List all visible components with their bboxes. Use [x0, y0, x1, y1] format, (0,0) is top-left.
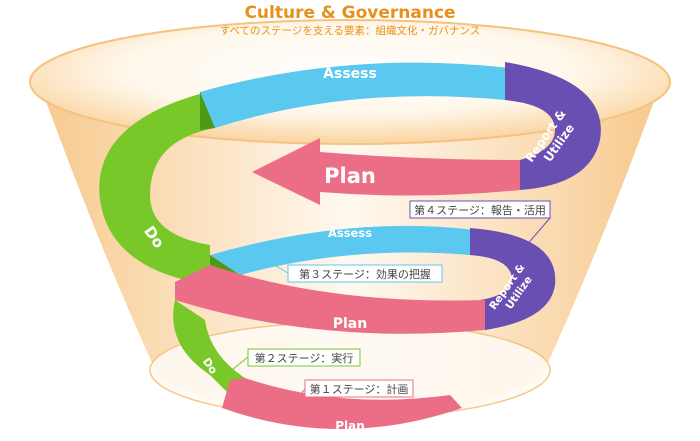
- upper-report-band: [505, 62, 601, 190]
- stage4-callout: 第４ステージ：報告・活用: [409, 200, 551, 263]
- bottom-plan-band: [222, 378, 462, 429]
- stage4-label: 第４ステージ：報告・活用: [414, 203, 546, 217]
- upper-plan-label: Plan: [324, 164, 376, 188]
- stage2-label: 第２ステージ：実行: [255, 351, 354, 365]
- lower-assess-label: Assess: [328, 226, 372, 240]
- lower-do-band: [173, 300, 245, 395]
- lower-report-band: [470, 228, 556, 330]
- diagram-subtitle: すべてのステージを支える要素：組織文化・ガバナンス: [220, 24, 481, 37]
- lower-plan-band: [175, 265, 485, 334]
- stage3-callout: 第３ステージ：効果の把握: [261, 257, 443, 283]
- upper-do-band: [99, 90, 215, 285]
- upper-assess-label: Assess: [323, 66, 377, 82]
- stage2-callout: 第２ステージ：実行: [231, 348, 361, 371]
- upper-plan-arrow: [252, 138, 520, 205]
- lower-assess-band: [210, 225, 475, 275]
- stage3-label: 第３ステージ：効果の把握: [299, 267, 431, 281]
- stage1-label: 第１ステージ：計画: [310, 382, 409, 396]
- stage1-callout: 第１ステージ：計画: [291, 379, 414, 405]
- upper-assess-band: [200, 62, 510, 128]
- lower-plan-label: Plan: [333, 316, 367, 332]
- bottom-plan-label: Plan: [335, 419, 365, 433]
- diagram-title: Culture & Governance: [244, 3, 455, 23]
